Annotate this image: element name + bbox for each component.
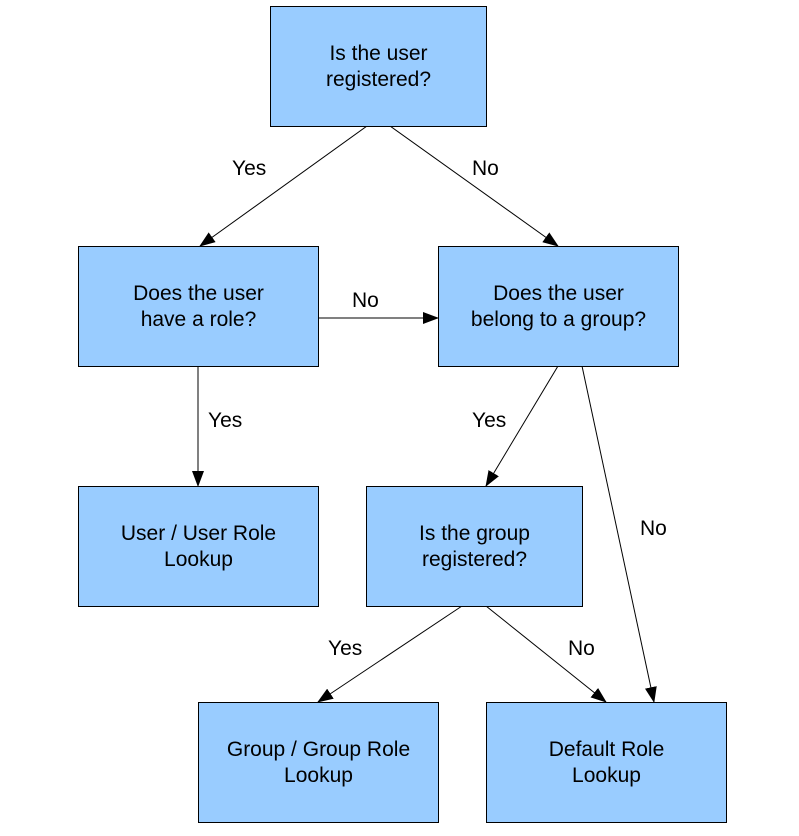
edge-label-in-group-no: No (640, 517, 667, 540)
edge-in-group-to-default-lookup (581, 365, 657, 703)
edge-group-registered-to-default-lookup (485, 605, 607, 703)
node-user-role-lookup: User / User Role Lookup (78, 486, 319, 607)
node-group-registered-line1: Is the group (419, 521, 530, 545)
node-default-role-lookup: Default Role Lookup (486, 702, 727, 823)
node-default-role-lookup-line1: Default Role (548, 737, 665, 761)
node-user-in-group-line1: Does the user (493, 281, 624, 305)
node-user-role-lookup-line1: User / User Role (120, 521, 277, 545)
node-user-registered: Is the user registered? (270, 6, 487, 127)
node-group-registered: Is the group registered? (366, 486, 583, 607)
node-group-role-lookup-line2: Lookup (284, 763, 353, 787)
node-user-in-group: Does the user belong to a group? (438, 246, 679, 367)
edge-label-registered-no: No (472, 157, 499, 180)
edge-label-group-registered-no: No (568, 637, 595, 660)
edge-in-group-to-group-registered (485, 365, 559, 487)
edge-label-has-role-no: No (352, 289, 379, 312)
node-group-registered-line2: registered? (421, 547, 528, 571)
edge-label-group-registered-yes: Yes (328, 637, 363, 660)
node-group-role-lookup-line1: Group / Group Role (226, 737, 411, 761)
node-user-has-role: Does the user have a role? (78, 246, 319, 367)
edge-label-in-group-yes: Yes (472, 409, 507, 432)
node-default-role-lookup-line2: Lookup (572, 763, 641, 787)
edge-registered-to-has-role (199, 125, 368, 247)
node-user-role-lookup-line2: Lookup (164, 547, 233, 571)
node-user-has-role-line1: Does the user (133, 281, 264, 305)
node-user-registered-line1: Is the user (329, 41, 428, 65)
node-user-in-group-line2: belong to a group? (470, 307, 647, 331)
edge-registered-to-in-group (389, 125, 559, 247)
node-group-role-lookup: Group / Group Role Lookup (198, 702, 439, 823)
edge-label-registered-yes: Yes (232, 157, 267, 180)
edge-group-registered-to-group-lookup (317, 605, 463, 703)
node-user-has-role-line2: have a role? (140, 307, 257, 331)
node-user-registered-line2: registered? (325, 67, 432, 91)
edge-label-has-role-yes: Yes (208, 409, 243, 432)
